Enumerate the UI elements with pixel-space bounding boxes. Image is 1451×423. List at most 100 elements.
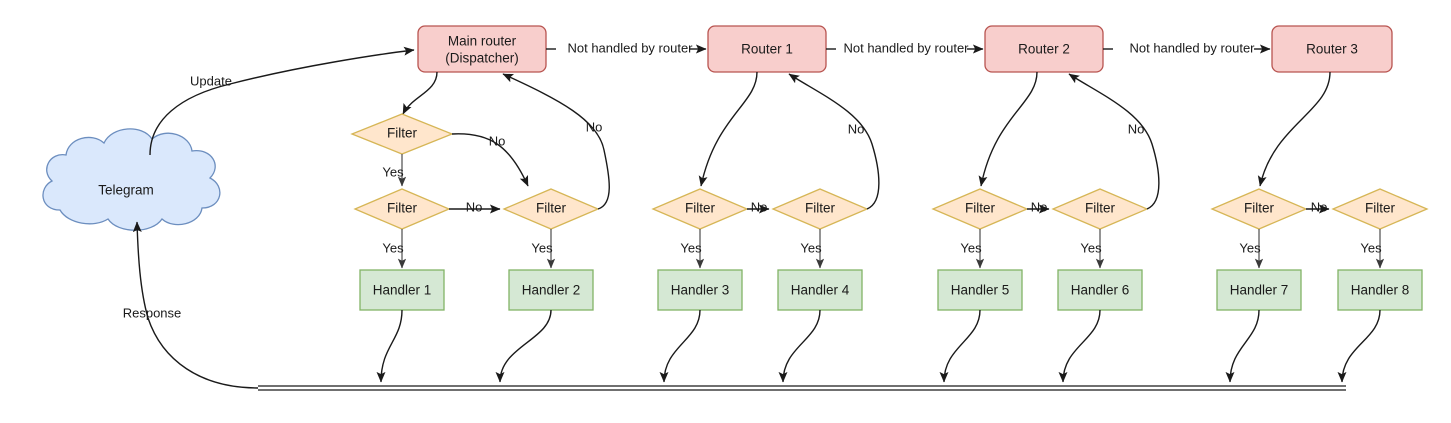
- filter-node-8[interactable]: Filter: [1331, 188, 1429, 230]
- no-label-1: No: [466, 199, 483, 214]
- no-label-6: No: [1128, 121, 1145, 136]
- filter-node-5[interactable]: Filter: [931, 188, 1029, 230]
- filter-node-6[interactable]: Filter: [1051, 188, 1149, 230]
- response-bus: [258, 385, 1346, 391]
- filter-node-2[interactable]: Filter: [502, 188, 600, 230]
- edge-filter8-yes: Yes: [1360, 229, 1385, 269]
- edge-update: Update: [149, 46, 415, 156]
- handler-5-label: Handler 5: [951, 283, 1010, 298]
- edge-router1-to-filter3: [698, 71, 758, 187]
- filter-2-label: Filter: [536, 201, 567, 216]
- yes-label-4: Yes: [800, 240, 822, 255]
- yes-label-8: Yes: [1360, 240, 1382, 255]
- yes-label-6: Yes: [1080, 240, 1102, 255]
- telegram-label: Telegram: [98, 183, 154, 198]
- handler-4-box: [777, 269, 863, 311]
- edge-filter6-yes: Yes: [1080, 229, 1105, 269]
- filter-8-label: Filter: [1365, 201, 1396, 216]
- router-node-router2[interactable]: Router 2: [984, 25, 1104, 73]
- edge-filter2-no-return: No: [502, 73, 610, 210]
- handler-node-7[interactable]: Handler 7: [1216, 269, 1302, 311]
- yes-label-top: Yes: [382, 164, 404, 179]
- dispatcher-label-line2: (Dispatcher): [445, 51, 519, 66]
- handler-node-2[interactable]: Handler 2: [508, 269, 594, 311]
- edge-handler7-to-bus: [1225, 309, 1260, 383]
- no-label-4: No: [848, 121, 865, 136]
- edge-handler2-to-bus: [495, 309, 552, 383]
- handler-4-label: Handler 4: [791, 283, 850, 298]
- handler-3-box: [657, 269, 743, 311]
- edge-handler4-to-bus: [778, 309, 821, 383]
- no-label-2: No: [586, 119, 603, 134]
- handler-node-4[interactable]: Handler 4: [777, 269, 863, 311]
- filter-node-3[interactable]: Filter: [651, 188, 749, 230]
- response-label: Response: [123, 305, 182, 320]
- edge-filter3-yes: Yes: [680, 229, 705, 269]
- handler-to-bus-edges: [376, 309, 1381, 383]
- router2-label: Router 2: [1018, 42, 1070, 57]
- chain-edge-router2-router3: Not handled by router: [1103, 40, 1271, 55]
- filter-node-4[interactable]: Filter: [771, 188, 869, 230]
- handler-7-label: Handler 7: [1230, 283, 1289, 298]
- edge-filter2-yes: Yes: [531, 229, 556, 269]
- filter-6-label: Filter: [1085, 201, 1116, 216]
- router-node-router3[interactable]: Router 3: [1271, 25, 1393, 73]
- yes-label-1: Yes: [382, 240, 404, 255]
- handler-node-1[interactable]: Handler 1: [359, 269, 445, 311]
- edge-filter1-no: No: [449, 199, 501, 214]
- router3-box: [1271, 25, 1393, 73]
- handler-node-8[interactable]: Handler 8: [1337, 269, 1423, 311]
- handler-node-5[interactable]: Handler 5: [937, 269, 1023, 311]
- filter-node-1[interactable]: Filter: [353, 188, 451, 230]
- yes-label-7: Yes: [1239, 240, 1261, 255]
- edge-handler6-to-bus: [1058, 309, 1101, 383]
- cloud-shape: [42, 128, 221, 231]
- edge-filter5-yes: Yes: [960, 229, 985, 269]
- handler-2-box: [508, 269, 594, 311]
- chain-label-3: Not handled by router: [1129, 40, 1255, 55]
- handler-node-6[interactable]: Handler 6: [1057, 269, 1143, 311]
- dispatcher-label-line1: Main router: [448, 34, 517, 49]
- yes-label-5: Yes: [960, 240, 982, 255]
- no-label-5: No: [1031, 199, 1048, 214]
- chain-edge-router1-router2: Not handled by router: [826, 40, 984, 55]
- router-node-dispatcher[interactable]: Main router (Dispatcher): [417, 25, 547, 73]
- edge-dispatcher-to-filter-top: [402, 71, 438, 115]
- yes-label-2: Yes: [531, 240, 553, 255]
- chain-label-2: Not handled by router: [843, 40, 969, 55]
- edge-filter-top-yes: Yes: [382, 154, 407, 187]
- edge-router3-to-filter7: [1257, 71, 1331, 187]
- handler-node-3[interactable]: Handler 3: [657, 269, 743, 311]
- edge-handler8-to-bus: [1337, 309, 1381, 383]
- edge-filter5-no: No: [1027, 199, 1050, 214]
- edge-handler1-to-bus: [376, 309, 403, 383]
- edge-handler3-to-bus: [659, 309, 701, 383]
- edge-filter1-yes: Yes: [382, 229, 407, 269]
- handler-2-label: Handler 2: [522, 283, 581, 298]
- edge-router2-to-filter5: [978, 71, 1038, 187]
- filter-node-top[interactable]: Filter: [350, 113, 454, 155]
- filter-3-label: Filter: [685, 201, 716, 216]
- yes-label-3: Yes: [680, 240, 702, 255]
- filter-7-label: Filter: [1244, 201, 1275, 216]
- handler-1-label: Handler 1: [373, 283, 432, 298]
- handler-3-label: Handler 3: [671, 283, 730, 298]
- no-label-7: No: [1311, 199, 1328, 214]
- edge-filter7-yes: Yes: [1239, 229, 1264, 269]
- no-label-top: No: [489, 133, 506, 148]
- edge-filter-top-no: No: [451, 133, 529, 187]
- telegram-cloud-node[interactable]: Telegram: [42, 128, 221, 231]
- edge-filter4-yes: Yes: [800, 229, 825, 269]
- no-label-3: No: [751, 199, 768, 214]
- edge-filter7-no: No: [1306, 199, 1330, 214]
- update-label: Update: [190, 73, 232, 88]
- router-node-router1[interactable]: Router 1: [707, 25, 827, 73]
- edge-filter6-no-return: No: [1068, 73, 1160, 210]
- handler-6-label: Handler 6: [1071, 283, 1130, 298]
- edge-filter3-no: No: [747, 199, 770, 214]
- filter-node-7[interactable]: Filter: [1210, 188, 1308, 230]
- handler-7-box: [1216, 269, 1302, 311]
- handler-8-label: Handler 8: [1351, 283, 1410, 298]
